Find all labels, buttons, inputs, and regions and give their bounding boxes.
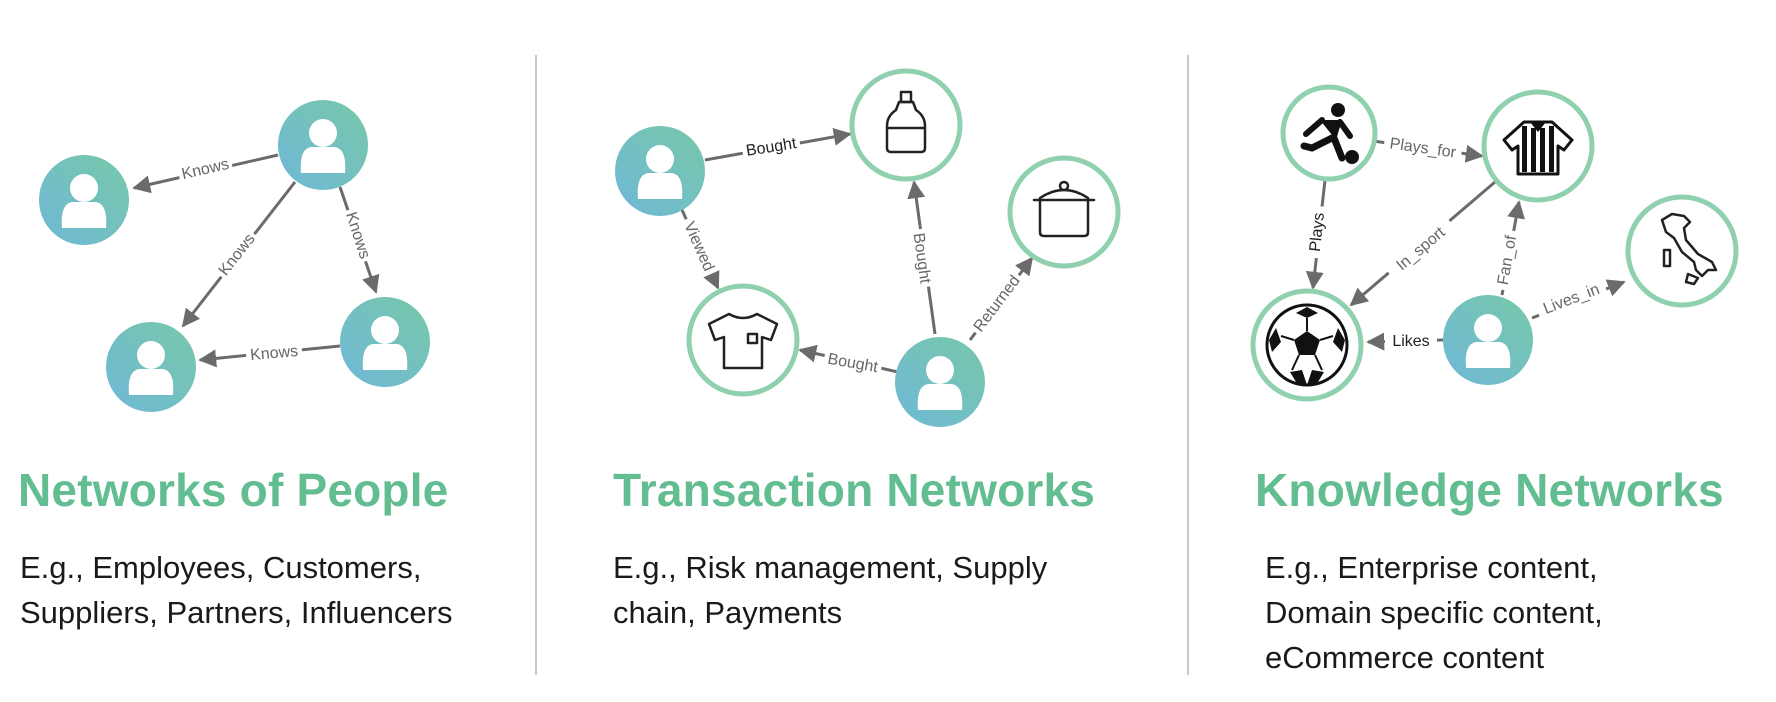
- edge-label-bought-2: Bought: [909, 227, 937, 289]
- pot-icon: [1032, 180, 1096, 238]
- svg-text:Bought: Bought: [910, 232, 934, 285]
- referee-shirt-node: [1481, 89, 1595, 203]
- svg-text:Returned: Returned: [971, 273, 1024, 336]
- people-network: Knows Knows Knows Knows: [39, 100, 430, 412]
- bottle-node: [849, 68, 963, 182]
- tshirt-node: [686, 283, 800, 397]
- italy-map-icon: [1660, 212, 1718, 286]
- edge-label-bought-1: Bought: [740, 131, 802, 161]
- edge-label-knows-4: Knows: [245, 339, 303, 365]
- transaction-network: Bought Viewed Bought Returned Bought: [615, 68, 1121, 427]
- tshirt-icon: [707, 312, 779, 370]
- svg-text:Lives_in: Lives_in: [1541, 281, 1602, 318]
- svg-text:Plays_for: Plays_for: [1389, 135, 1458, 161]
- person-node-left: [39, 155, 129, 245]
- edge-label-plays-for: Plays_for: [1382, 131, 1464, 163]
- edge-label-lives-in: Lives_in: [1533, 275, 1609, 321]
- edge-label-fan-of: Fan_of: [1490, 228, 1522, 292]
- transaction-network-title: Transaction Networks: [613, 464, 1096, 516]
- knowledge-network-description: E.g., Enterprise content, Domain specifi…: [1265, 550, 1603, 675]
- edge-label-knows-2: Knows: [211, 226, 261, 282]
- edge-label-plays: Plays: [1303, 205, 1329, 259]
- svg-text:Bought: Bought: [826, 351, 879, 377]
- svg-text:Knows: Knows: [249, 343, 298, 364]
- svg-text:Knows: Knows: [180, 156, 231, 183]
- svg-text:Fan_of: Fan_of: [1495, 234, 1520, 287]
- people-network-title: Networks of People: [18, 464, 449, 516]
- edge-label-likes: Likes: [1385, 330, 1437, 350]
- edge-label-returned: Returned: [966, 268, 1026, 338]
- svg-text:Plays: Plays: [1307, 212, 1328, 253]
- soccer-player-icon: [1300, 103, 1359, 164]
- person-node-right: [340, 297, 430, 387]
- buyer-node: [615, 126, 705, 216]
- edge-label-knows-3: Knows: [341, 206, 377, 264]
- divider-right: [1187, 55, 1189, 675]
- fan-person-node: [1443, 295, 1533, 385]
- edge-label-in-sport: In_sport: [1382, 214, 1458, 282]
- edge-label-knows-1: Knows: [176, 152, 234, 184]
- transaction-network-description: E.g., Risk management, Supply chain, Pay…: [613, 550, 1048, 630]
- pot-node: [1007, 155, 1121, 269]
- soccer-player-node: [1280, 84, 1378, 182]
- divider-left: [535, 55, 537, 675]
- edge-label-viewed: Viewed: [678, 214, 722, 278]
- knowledge-network-title: Knowledge Networks: [1255, 464, 1724, 516]
- soccer-ball-node: [1250, 288, 1364, 402]
- soccer-ball-icon: [1265, 303, 1349, 387]
- people-network-description: E.g., Employees, Customers, Suppliers, P…: [20, 550, 453, 630]
- svg-text:Viewed: Viewed: [680, 219, 717, 274]
- knowledge-network: Plays_for Plays In_sport Fan_of Likes Li…: [1250, 84, 1739, 402]
- svg-text:In_sport: In_sport: [1393, 224, 1449, 275]
- italy-node: [1625, 194, 1739, 308]
- svg-text:Likes: Likes: [1392, 333, 1429, 350]
- person-node-top: [278, 100, 368, 190]
- person-node-bottom: [106, 322, 196, 412]
- customer-node: [895, 337, 985, 427]
- bottle-icon: [885, 90, 927, 154]
- referee-shirt-icon: [1502, 120, 1574, 176]
- edge-label-bought-3: Bought: [822, 347, 884, 377]
